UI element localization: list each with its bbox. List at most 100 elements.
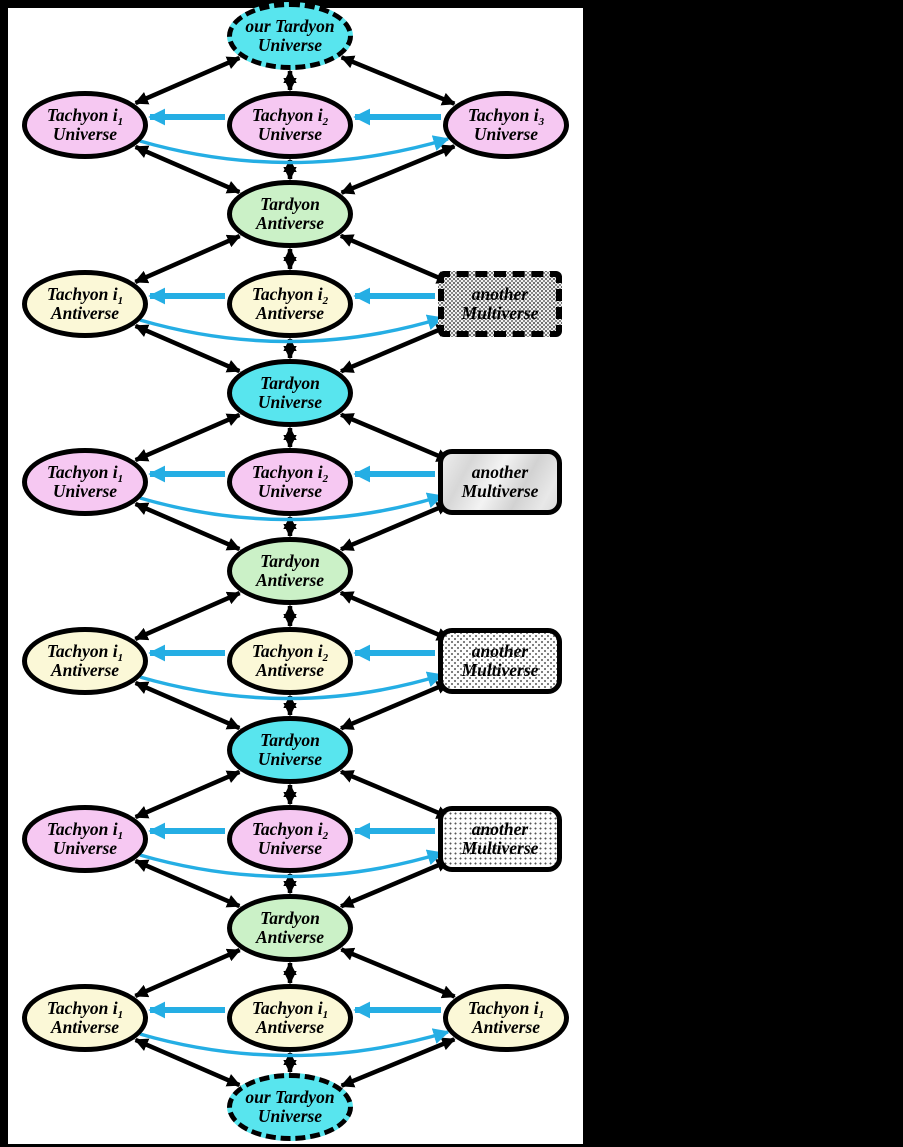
label-subscript: 2 [322,295,329,307]
node-label-line1: Tachyon i1 [46,462,124,485]
node-label-line2: Multiverse [461,303,539,323]
label-subscript: 1 [117,1009,124,1021]
node-label-line1: Tachyon i1 [46,641,124,664]
node-label-line1: Tardyon [260,731,320,750]
node-label-line1: Tachyon i1 [47,106,124,128]
node-label-line1: another [472,463,528,482]
label-text: Tachyon i [467,998,539,1018]
node-label-line2: Universe [473,124,539,144]
node-our-tardyon-universe-top: our Tardyon Universe [227,2,353,70]
node-label-line1: Tachyon i1 [46,998,124,1021]
label-subscript: 2 [322,830,329,842]
node-tachyon-i1-universe-row5: Tachyon i1 Universe [22,805,148,873]
node-tachyon-i1-antiverse-row6-center: Tachyon i1 Antiverse [227,984,353,1052]
node-tachyon-i1-antiverse-row6-right: Tachyon i1 Antiverse [443,984,569,1052]
node-label-line1: our Tardyon [245,17,334,36]
node-tardyon-universe-1: Tardyon Universe [227,359,353,427]
node-another-multiverse-4: another Multiverse [438,806,562,872]
node-tachyon-i2-antiverse-row2: Tachyon i2 Antiverse [227,270,353,338]
node-tachyon-i2-universe-row3: Tachyon i2 Universe [227,448,353,516]
node-label-line2: Multiverse [461,481,539,501]
node-label-line2: Universe [257,124,323,144]
label-subscript: 1 [117,295,124,307]
node-tachyon-i2-antiverse-row4: Tachyon i2 Antiverse [227,627,353,695]
node-label-line2: Universe [52,124,118,144]
node-label-line2: Multiverse [461,660,539,680]
node-label-line1: our Tardyon [245,1088,334,1107]
node-label-line1: Tardyon [260,552,320,571]
label-subscript: 1 [117,830,124,842]
node-label-line1: Tachyon i1 [46,284,124,307]
label-subscript: 2 [322,473,329,485]
node-tachyon-i1-universe-row3: Tachyon i1 Universe [22,448,148,516]
label-text: Tachyon i [251,284,323,304]
label-subscript: 3 [538,116,545,128]
node-label-line1: Tachyon i2 [251,819,329,842]
node-label-line1: Tachyon i1 [46,819,124,842]
label-subscript: 1 [117,473,124,485]
node-label-line2: Antiverse [255,660,325,680]
node-label-line1: another [472,642,528,661]
label-text: Tachyon i [46,819,118,839]
node-label-line2: Universe [257,481,323,501]
label-text: Tachyon i [251,641,323,661]
node-label-line2: Universe [257,392,323,412]
label-text: Tachyon i [46,284,118,304]
node-label-line2: Antiverse [50,303,120,323]
node-label-line2: Antiverse [255,1017,325,1037]
label-text: Tachyon i [251,819,323,839]
label-text: our Tardyon [245,1087,335,1107]
label-subscript: 1 [322,1009,329,1021]
node-label-line1: Tachyon i2 [251,105,329,128]
node-label-line2: Universe [52,838,118,858]
node-label-line1: Tardyon [260,374,320,393]
node-another-multiverse-1: another Multiverse [438,271,562,337]
node-label-line1: another [472,285,528,304]
node-label-line2: Antiverse [255,927,325,947]
node-tachyon-i1-antiverse-row2: Tachyon i1 Antiverse [22,270,148,338]
node-label-line2: Antiverse [255,570,325,590]
label-text: Tachyon i [467,105,539,125]
label-text: Tachyon i [251,105,323,125]
node-label-line2: Antiverse [471,1017,541,1037]
node-label-line1: Tachyon i3 [467,105,545,128]
node-label-line2: Antiverse [50,660,120,680]
label-text: our Tardyon [245,16,335,36]
label-subscript: 1 [538,1009,545,1021]
node-tachyon-i1-universe-row1: Tachyon i1 Universe [22,91,148,159]
label-subscript: 2 [322,116,329,128]
node-label-line2: Universe [52,481,118,501]
node-our-tardyon-universe-bottom: our Tardyon Universe [227,1073,353,1141]
label-text: Tachyon i [46,462,118,482]
label-text: Tardyon [260,194,320,214]
node-another-multiverse-2: another Multiverse [438,449,562,515]
node-label-line2: Universe [257,35,323,55]
label-text: Tachyon i [46,998,118,1018]
node-label-line2: Universe [257,838,323,858]
label-text: Tardyon [260,730,320,750]
label-text: Tachyon i [251,998,323,1018]
node-tachyon-i3-universe-row1: Tachyon i3 Universe [443,91,569,159]
node-tardyon-universe-2: Tardyon Universe [227,716,353,784]
label-text: Tachyon i [46,641,118,661]
label-text: Tardyon [260,373,320,393]
label-subscript: 1 [117,116,124,128]
node-another-multiverse-3: another Multiverse [438,628,562,694]
label-subscript: 1 [117,652,124,664]
node-tardyon-antiverse-2: Tardyon Antiverse [227,537,353,605]
label-text: another [471,462,529,482]
node-label-line2: Antiverse [50,1017,120,1037]
label-subscript: 2 [322,652,329,664]
node-label-line2: Universe [257,1106,323,1126]
node-tardyon-antiverse-3: Tardyon Antiverse [227,894,353,962]
node-tachyon-i2-universe-row1: Tachyon i2 Universe [227,91,353,159]
label-text: another [471,819,529,839]
node-tachyon-i1-antiverse-row6-left: Tachyon i1 Antiverse [22,984,148,1052]
node-label-line1: Tardyon [260,195,320,214]
label-text: Tardyon [260,551,320,571]
node-label-line1: another [472,820,528,839]
label-text: another [471,284,529,304]
node-tachyon-i2-universe-row5: Tachyon i2 Universe [227,805,353,873]
node-label-line1: Tachyon i1 [467,998,545,1021]
node-tachyon-i1-antiverse-row4: Tachyon i1 Antiverse [22,627,148,695]
